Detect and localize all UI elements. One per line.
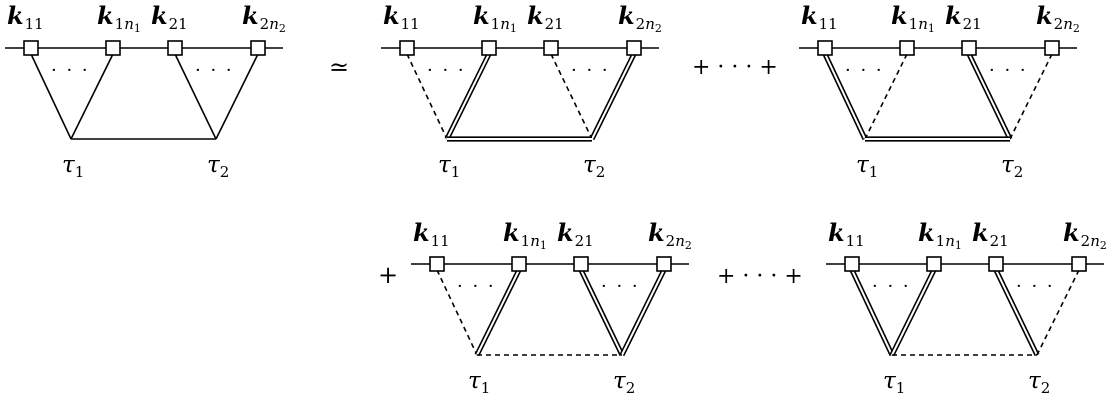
label-tau1: τ1 <box>883 368 905 393</box>
label-k1n1: k1n1 <box>918 218 962 252</box>
diagram-group: · · · · · · k11 k1n1 k21 k2n2 τ1 τ2 · · · · · · k1… <box>5 1 1107 393</box>
leg-left-1-inner <box>824 53 866 140</box>
label-tau2: τ2 <box>1001 152 1023 181</box>
diagram-lhs: · · · · · · k11 k1n1 k21 k2n2 τ1 τ2 <box>5 1 286 181</box>
vertex-box-3 <box>573 256 589 272</box>
operator-group: ≃ + · · · + + + · · · + <box>329 53 803 289</box>
leg-right-1-inner <box>476 269 520 356</box>
ellipsis-2: · · · <box>571 60 610 81</box>
leg-left-1 <box>436 269 478 356</box>
ellipsis-2: · · · <box>601 276 640 297</box>
vertex-box-4 <box>1071 256 1087 272</box>
label-k21: k21 <box>557 218 594 250</box>
diagram-rhs-3: · · · · · · k11 k1n1 k21 k2n2 τ1 τ2 <box>411 218 692 393</box>
label-k11: k11 <box>828 218 865 250</box>
label-tau1: τ1 <box>468 368 490 393</box>
label-k21: k21 <box>945 1 982 33</box>
diagram-rhs-4: · · · · · · k11 k1n1 k21 k2n2 τ1 τ2 <box>826 218 1107 393</box>
vertex-box-2 <box>899 40 915 56</box>
label-tau2: τ2 <box>207 152 229 181</box>
ellipsis-1: · · · <box>457 276 496 297</box>
label-tau1: τ1 <box>438 152 460 181</box>
leg-left-2 <box>550 53 593 140</box>
vertex-box-2 <box>926 256 942 272</box>
vertex-box-1 <box>399 40 415 56</box>
vertex-box-2 <box>511 256 527 272</box>
label-k2n2: k2n2 <box>648 218 692 252</box>
leg-right-1-inner <box>891 269 935 356</box>
label-tau2: τ2 <box>583 152 605 181</box>
leg-left-2-inner <box>995 269 1038 356</box>
leg-left-1 <box>406 53 448 140</box>
ellipsis-2: · · · <box>195 60 234 81</box>
vertex-box-3 <box>543 40 559 56</box>
leg-right-2 <box>1009 53 1053 140</box>
vertex-box-1 <box>429 256 445 272</box>
leg-left-2 <box>174 53 217 140</box>
vertex-box-2 <box>105 40 121 56</box>
vertex-box-4 <box>1044 40 1060 56</box>
leg-right-2 <box>1036 269 1080 356</box>
plus-dots-plus-2: + · · · + <box>717 264 803 289</box>
leg-right-2-inner <box>591 53 635 140</box>
plus-dots-plus-1: + · · · + <box>692 55 778 80</box>
leg-right-1-inner <box>446 53 490 140</box>
label-k2n2: k2n2 <box>1036 1 1080 35</box>
label-k21: k21 <box>151 1 188 33</box>
label-k1n1: k1n1 <box>473 1 517 35</box>
leg-left-1 <box>30 53 72 140</box>
ellipsis-1: · · · <box>427 60 466 81</box>
plus-symbol: + <box>378 261 398 289</box>
leg-right-2 <box>215 53 259 140</box>
label-tau2: τ2 <box>1028 368 1050 393</box>
leg-right-1 <box>864 53 908 140</box>
ellipsis-1: · · · <box>51 60 90 81</box>
vertex-box-4 <box>656 256 672 272</box>
vertex-box-4 <box>626 40 642 56</box>
vertex-box-3 <box>167 40 183 56</box>
diagram-rhs-1: · · · · · · k11 k1n1 k21 k2n2 τ1 τ2 <box>381 1 662 181</box>
ellipsis-2: · · · <box>989 60 1028 81</box>
leg-right-2-inner <box>621 269 665 356</box>
leg-right-1 <box>70 53 114 140</box>
label-k1n1: k1n1 <box>97 1 141 35</box>
vertex-box-4 <box>250 40 266 56</box>
vertex-box-1 <box>23 40 39 56</box>
ellipsis-1: · · · <box>845 60 884 81</box>
label-tau2: τ2 <box>613 368 635 393</box>
diagram-rhs-2: · · · · · · k11 k1n1 k21 k2n2 τ1 τ2 <box>799 1 1080 181</box>
label-k11: k11 <box>801 1 838 33</box>
label-k2n2: k2n2 <box>242 1 286 35</box>
label-tau1: τ1 <box>856 152 878 181</box>
label-k11: k11 <box>413 218 450 250</box>
approx-symbol: ≃ <box>329 53 349 81</box>
label-tau1: τ1 <box>62 152 84 181</box>
ellipsis-2: · · · <box>1016 276 1055 297</box>
vertex-box-2 <box>481 40 497 56</box>
label-k21: k21 <box>527 1 564 33</box>
label-k2n2: k2n2 <box>618 1 662 35</box>
label-k21: k21 <box>972 218 1009 250</box>
leg-left-2-inner <box>580 269 623 356</box>
label-k1n1: k1n1 <box>891 1 935 35</box>
vertex-box-1 <box>844 256 860 272</box>
ellipsis-1: · · · <box>872 276 911 297</box>
label-k11: k11 <box>7 1 44 33</box>
leg-left-2-inner <box>968 53 1011 140</box>
leg-left-1-inner <box>851 269 893 356</box>
vertex-box-3 <box>961 40 977 56</box>
label-k11: k11 <box>383 1 420 33</box>
label-k2n2: k2n2 <box>1063 218 1107 252</box>
label-k1n1: k1n1 <box>503 218 547 252</box>
vertex-box-1 <box>817 40 833 56</box>
vertex-box-3 <box>988 256 1004 272</box>
